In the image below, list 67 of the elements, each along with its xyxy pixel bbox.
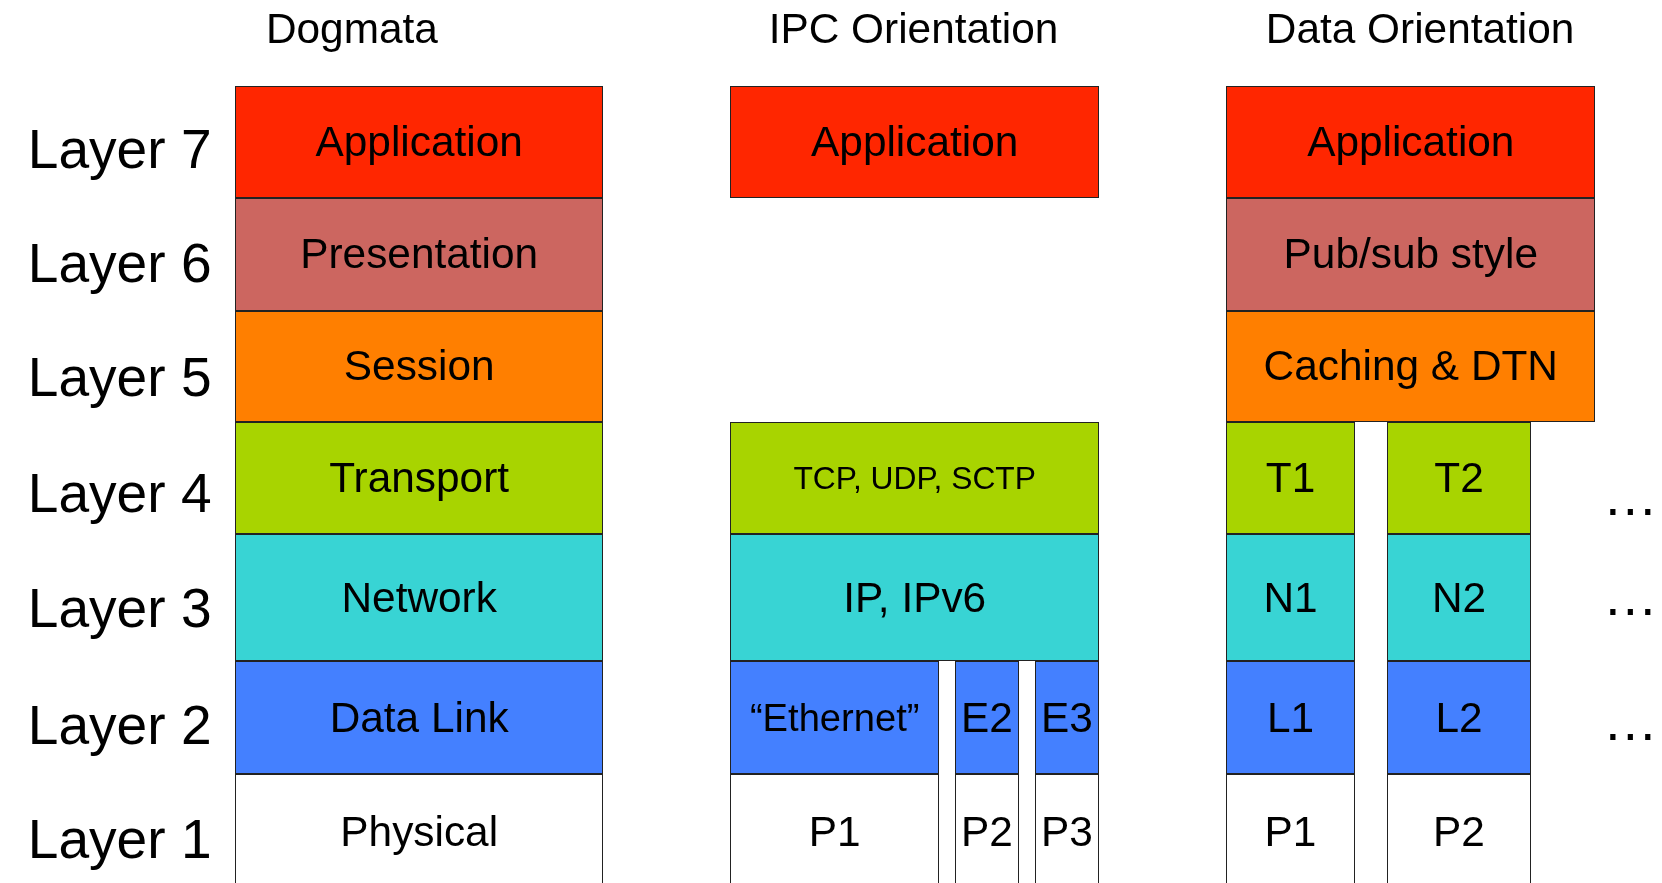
layer-number: Layer 7 — [27, 117, 212, 182]
layer-name: L1 — [1266, 693, 1315, 742]
layer-box — [235, 773, 604, 883]
layer-name: Network — [341, 573, 497, 622]
layer-name: N2 — [1431, 573, 1487, 622]
layer-name: E2 — [960, 693, 1013, 742]
layer-number: Layer 6 — [27, 230, 212, 295]
ellipsis: … — [1602, 464, 1658, 529]
layer-box — [730, 773, 940, 883]
layer-box — [1387, 661, 1531, 774]
layer-box — [235, 421, 604, 535]
layer-name: Physical — [340, 808, 499, 857]
layer-box — [1226, 310, 1596, 422]
layer-box — [1034, 773, 1100, 883]
column-heading: Data Orientation — [1265, 4, 1575, 53]
layer-number: Layer 1 — [27, 807, 212, 872]
layer-box — [1226, 85, 1596, 199]
layer-number: Layer 3 — [27, 576, 212, 641]
layer-box — [1387, 534, 1531, 662]
layer-name: Data Link — [329, 693, 509, 742]
layer-name: P2 — [960, 808, 1013, 857]
layer-name: Transport — [329, 454, 510, 503]
layer-name: L2 — [1435, 693, 1483, 742]
layer-box — [1034, 661, 1100, 774]
column-heading: Dogmata — [265, 4, 438, 53]
layer-name: T2 — [1434, 454, 1484, 503]
layer-box — [730, 85, 1100, 199]
layer-name: Application — [811, 118, 1019, 166]
layer-box — [235, 85, 604, 199]
layer-number: Layer 4 — [27, 460, 212, 525]
layer-box — [1226, 198, 1596, 311]
layer-box — [730, 421, 1100, 535]
layer-name: Application — [1307, 118, 1515, 166]
layer-name: P1 — [1264, 808, 1317, 857]
layer-box — [1226, 421, 1355, 535]
layer-box — [730, 661, 940, 774]
layer-name: T1 — [1265, 454, 1316, 503]
layer-box — [1387, 421, 1531, 535]
layer-name: E3 — [1040, 693, 1093, 742]
layer-number: Layer 5 — [27, 345, 212, 410]
layer-box — [235, 310, 604, 422]
layer-box — [955, 773, 1019, 883]
column-heading: IPC Orientation — [768, 4, 1059, 53]
layer-box — [955, 661, 1019, 774]
layer-name: TCP, UDP, SCTP — [793, 459, 1036, 497]
layer-box — [235, 661, 604, 774]
layer-name: Pub/sub style — [1283, 230, 1538, 279]
layer-name: Presentation — [300, 230, 539, 279]
layer-name: IP, IPv6 — [843, 573, 987, 622]
ellipsis: … — [1602, 688, 1658, 753]
layer-box — [730, 534, 1100, 662]
layer-name: P1 — [808, 808, 861, 857]
layer-name: N1 — [1263, 573, 1318, 622]
layer-box — [235, 198, 604, 311]
layer-box — [1226, 773, 1355, 883]
layer-number: Layer 2 — [27, 693, 212, 757]
layer-name: Application — [315, 118, 523, 166]
ellipsis: … — [1602, 563, 1658, 628]
layer-box — [1226, 534, 1355, 662]
layer-name: P3 — [1040, 808, 1093, 857]
layer-name: Caching & DTN — [1263, 342, 1558, 391]
layer-box — [1387, 773, 1531, 883]
layer-name: “Ethernet” — [749, 695, 920, 740]
layer-box — [235, 534, 604, 662]
layer-name: Session — [343, 342, 495, 391]
layer-box — [1226, 661, 1355, 774]
layer-name: P2 — [1433, 808, 1485, 857]
